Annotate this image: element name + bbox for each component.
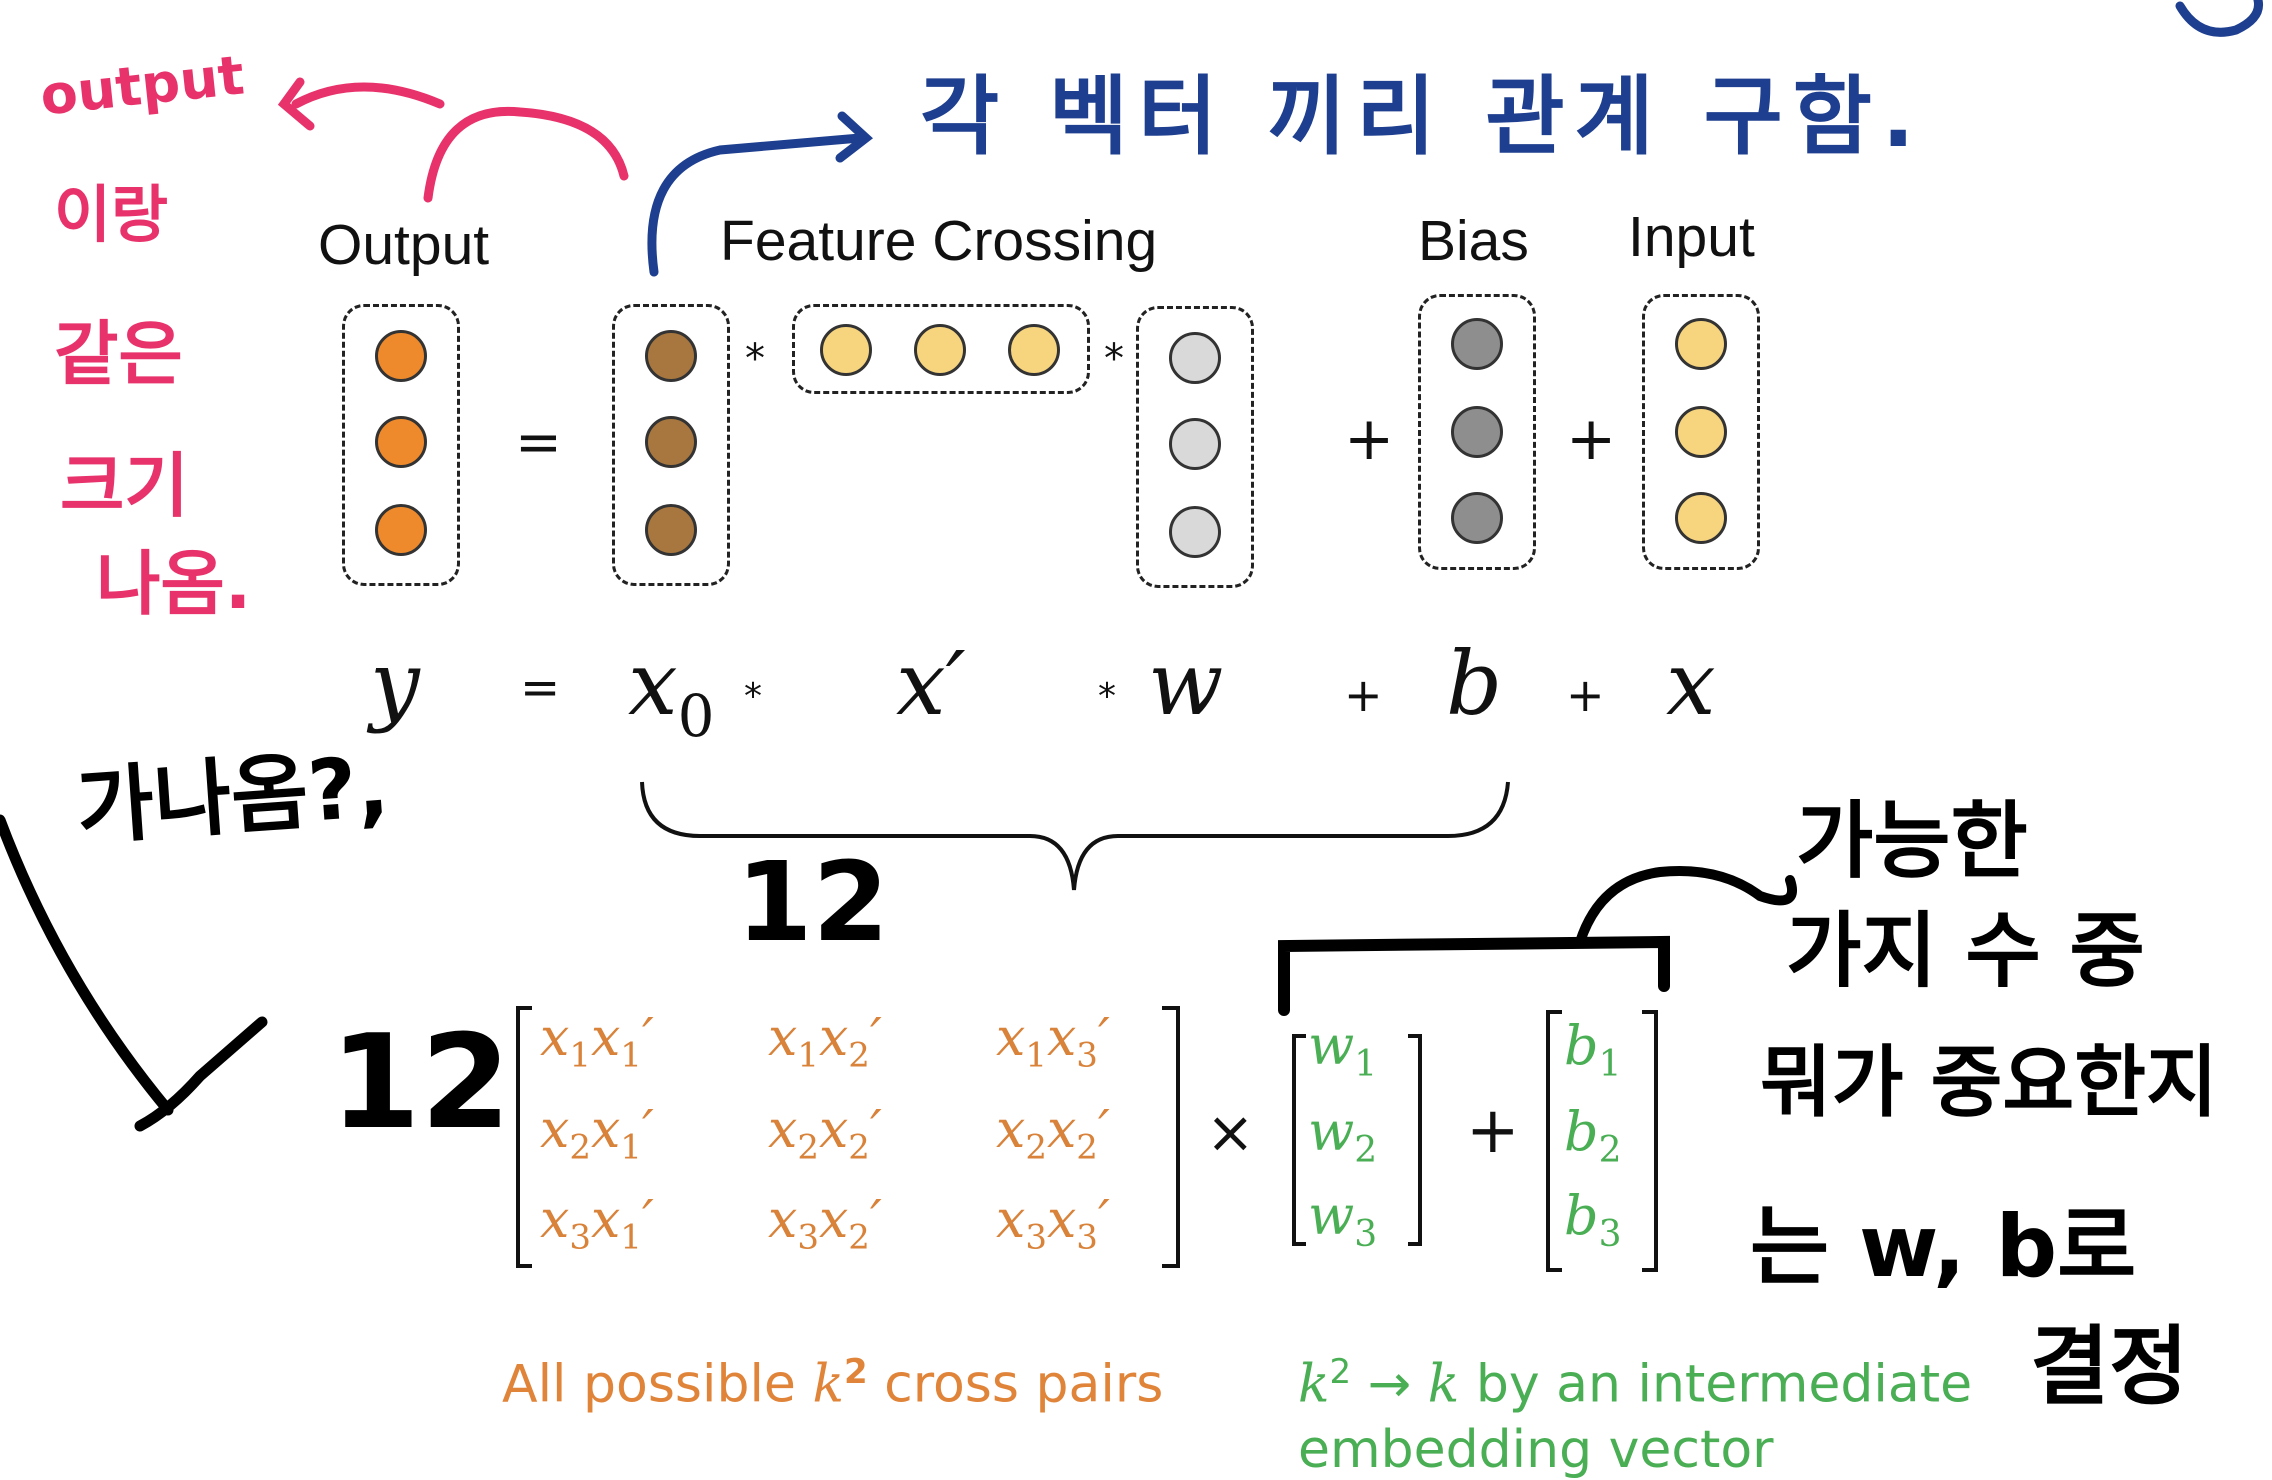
plus-sign: +	[1466, 1094, 1520, 1168]
eq-y: y	[370, 632, 420, 735]
black-pen-connector-icon	[1575, 866, 1797, 947]
w-vector-entry: w1	[1308, 1014, 1378, 1085]
matrix-cell: x1x3′	[996, 1008, 1110, 1076]
w-node-group	[1136, 306, 1254, 588]
matrix-right-bracket	[1162, 1006, 1180, 1268]
bias-node	[1451, 318, 1503, 370]
handwritten-note-red: 나옴.	[96, 543, 252, 625]
handwritten-note-blue: 각 벡터 끼리 관계 구함.	[920, 67, 1925, 167]
x0-node	[645, 416, 697, 468]
eq-b: b	[1446, 632, 1503, 735]
eq-x0: x0	[628, 632, 715, 750]
blue-circle-fragment-icon	[2175, 0, 2264, 37]
black-arrow-icon	[0, 814, 174, 1116]
eq-star: *	[744, 676, 762, 717]
eq-xprime: x′	[896, 632, 966, 735]
multiply-star: *	[1104, 336, 1124, 382]
input-node	[1675, 318, 1727, 370]
eq-star: *	[1098, 676, 1116, 717]
w-vector-entry: w2	[1308, 1100, 1378, 1171]
plus-sign: +	[1566, 404, 1617, 474]
b-vector-entry: b1	[1564, 1014, 1622, 1085]
b-vector-right-bracket	[1642, 1010, 1658, 1272]
handwritten-number: 12	[330, 1006, 511, 1158]
caption-cross-pairs: All possible k2 cross pairs	[502, 1352, 1164, 1415]
feature-crossing-label: Feature Crossing	[720, 209, 1158, 273]
x0-node	[645, 504, 697, 556]
xprime-node-group	[792, 304, 1090, 394]
xprime-node	[914, 324, 966, 376]
handwritten-note-black: 가지 수 중	[1786, 904, 2145, 999]
matrix-cell: x2x2′	[996, 1100, 1110, 1168]
matrix-cell: x1x2′	[768, 1008, 882, 1076]
handwritten-number: 12	[736, 838, 890, 966]
multiply-star: *	[745, 336, 765, 382]
eq-x0-base: x	[628, 632, 678, 735]
x0-node-group	[612, 304, 730, 586]
input-node	[1675, 406, 1727, 458]
matrix-left-bracket	[516, 1006, 532, 1268]
output-label: Output	[318, 213, 490, 277]
xprime-node	[820, 324, 872, 376]
w-node	[1169, 332, 1221, 384]
matrix-cell: x1x1′	[540, 1008, 654, 1076]
matrix-cell: x3x1′	[540, 1190, 654, 1258]
red-arrow-head-icon	[277, 77, 315, 131]
w-node	[1169, 506, 1221, 558]
bias-node-group	[1418, 294, 1536, 570]
eq-plus: +	[1344, 668, 1383, 722]
handwritten-note-black: 가능한	[1796, 792, 2028, 890]
caption-embedding-line1: k2 → k by an intermediate	[1298, 1352, 1973, 1415]
caption-embedding-line2: embedding vector	[1298, 1420, 1774, 1480]
equals-sign: =	[515, 410, 562, 475]
red-arrow-icon	[423, 106, 629, 203]
b-vector-entry: b3	[1564, 1184, 1622, 1255]
input-node	[1675, 492, 1727, 544]
handwritten-note-red: 크기	[60, 445, 189, 527]
matrix-cell: x2x1′	[540, 1100, 654, 1168]
matrix-cell: x2x2′	[768, 1100, 882, 1168]
matrix-cell: x3x3′	[996, 1190, 1110, 1258]
bias-node	[1451, 406, 1503, 458]
eq-x0-sub: 0	[677, 682, 715, 750]
handwritten-note-red: 이랑	[54, 178, 169, 251]
output-node	[375, 416, 427, 468]
blue-arrow-icon	[647, 133, 865, 277]
w-vector-right-bracket	[1408, 1034, 1422, 1246]
w-vector-left-bracket	[1292, 1034, 1306, 1246]
xprime-node	[1008, 324, 1060, 376]
bias-label: Bias	[1418, 209, 1529, 273]
bias-node	[1451, 492, 1503, 544]
b-vector-left-bracket	[1546, 1010, 1562, 1272]
input-label: Input	[1628, 205, 1755, 269]
handwritten-note-black: 는 w, b로	[1750, 1197, 2137, 1297]
plus-sign: +	[1344, 404, 1395, 474]
input-node-group	[1642, 294, 1760, 570]
equation-brace	[640, 781, 1510, 891]
matrix-cell: x3x2′	[768, 1190, 882, 1258]
eq-equals: =	[520, 660, 561, 716]
times-sign: ×	[1206, 1098, 1255, 1166]
eq-x: x	[1666, 632, 1716, 735]
red-arrow-connector-icon	[291, 82, 445, 109]
x0-node	[645, 330, 697, 382]
output-node	[375, 330, 427, 382]
w-node	[1169, 418, 1221, 470]
eq-w: w	[1148, 632, 1224, 735]
black-arrow-head-icon	[134, 1016, 268, 1132]
b-vector-entry: b2	[1564, 1100, 1622, 1171]
blue-arrow-head-icon	[835, 111, 873, 163]
black-pen-bracket-icon	[1278, 935, 1670, 1016]
w-vector-entry: w3	[1308, 1184, 1378, 1255]
handwritten-note-red: 같은	[54, 313, 183, 395]
handwritten-note-black: 결정	[2030, 1317, 2189, 1417]
handwritten-note-black: 뭐가 중요한지	[1760, 1038, 2218, 1128]
output-node	[375, 504, 427, 556]
output-node-group	[342, 304, 460, 586]
eq-plus: +	[1566, 668, 1605, 722]
